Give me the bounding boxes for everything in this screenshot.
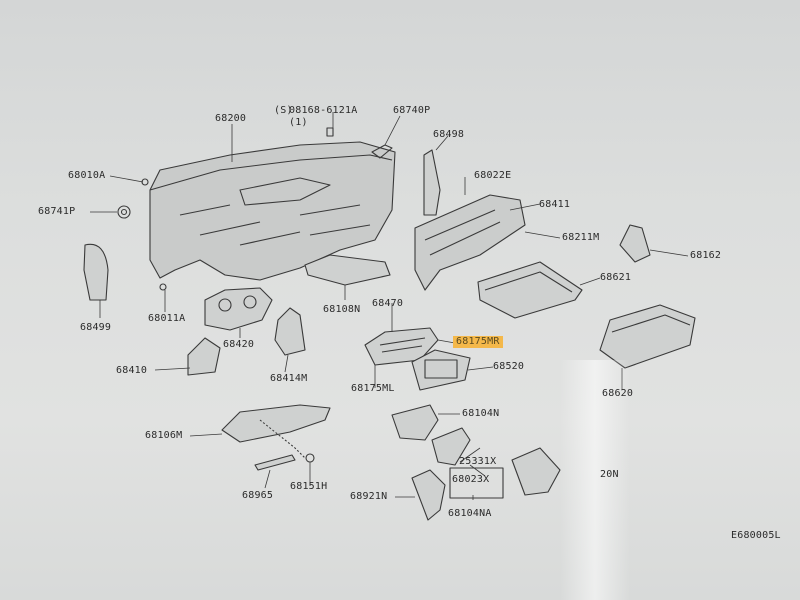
panel-68414m (274, 307, 306, 356)
lower-trim-68106m (221, 404, 331, 443)
label-68108n[interactable]: 68108N (323, 304, 361, 315)
label-68921n[interactable]: 68921N (350, 491, 388, 502)
screw-08168 (326, 127, 334, 137)
screen-glare (560, 360, 630, 600)
duct-68108n (304, 254, 391, 286)
label-68470[interactable]: 68470 (372, 298, 404, 309)
dashboard-panel (149, 141, 396, 281)
bracket-68162 (619, 224, 651, 263)
label-68414m[interactable]: 68414M (270, 373, 308, 384)
label-25331x[interactable]: 25331X (459, 456, 497, 467)
label-68011a[interactable]: 68011A (148, 313, 186, 324)
label-68965[interactable]: 68965 (242, 490, 274, 501)
label-68499[interactable]: 68499 (80, 322, 112, 333)
panel-68104na (431, 427, 471, 466)
diagram-code: E680005L (731, 530, 781, 541)
label-68620[interactable]: 68620 (602, 388, 634, 399)
bracket-68965 (254, 454, 296, 471)
label-68175mr-highlighted[interactable]: 68175MR (453, 336, 503, 348)
label-68162[interactable]: 68162 (690, 250, 722, 261)
glovebox-68620 (599, 304, 696, 369)
label-68200[interactable]: 68200 (215, 113, 247, 124)
strip-68498 (423, 149, 441, 216)
label-68420[interactable]: 68420 (223, 339, 255, 350)
panel-68921n (411, 469, 446, 521)
label-68520[interactable]: 68520 (493, 361, 525, 372)
label-68023x[interactable]: 68023X (452, 474, 490, 485)
clip-68011a (159, 283, 167, 291)
label-68410[interactable]: 68410 (116, 365, 148, 376)
ref-symbol: (S) (274, 105, 293, 116)
cluster-lid-68420 (204, 287, 273, 331)
panel-20n (511, 447, 561, 496)
label-68151h[interactable]: 68151H (290, 481, 328, 492)
dashboard-inner-ribs (179, 204, 371, 246)
label-68741p[interactable]: 68741P (38, 206, 76, 217)
label-68621[interactable]: 68621 (600, 272, 632, 283)
panel-68104n (391, 404, 439, 441)
label-68104n[interactable]: 68104N (462, 408, 500, 419)
label-08168-qty: (1) (289, 117, 308, 128)
side-cover-68499 (83, 243, 109, 301)
label-68104na[interactable]: 68104NA (448, 508, 492, 519)
clip-68741p (117, 205, 131, 219)
box-68621 (477, 261, 583, 319)
clip-68741p-inner (120, 208, 128, 216)
label-68211m[interactable]: 68211M (562, 232, 600, 243)
label-68175ml[interactable]: 68175ML (351, 383, 395, 394)
label-68106m[interactable]: 68106M (145, 430, 183, 441)
label-08168-6121a[interactable]: 08168-6121A (289, 105, 358, 116)
label-68411[interactable]: 68411 (539, 199, 571, 210)
dashboard-cluster-hood (239, 177, 331, 206)
clip-68151h (305, 453, 315, 463)
label-68022e[interactable]: 68022E (474, 170, 512, 181)
clip-68740p (371, 144, 393, 159)
label-68010a[interactable]: 68010A (68, 170, 106, 181)
label-partial-20n[interactable]: 20N (600, 469, 619, 480)
label-68740p[interactable]: 68740P (393, 105, 431, 116)
lower-panel-68411 (414, 194, 526, 291)
panel-68410 (187, 337, 221, 376)
label-68498[interactable]: 68498 (433, 129, 465, 140)
